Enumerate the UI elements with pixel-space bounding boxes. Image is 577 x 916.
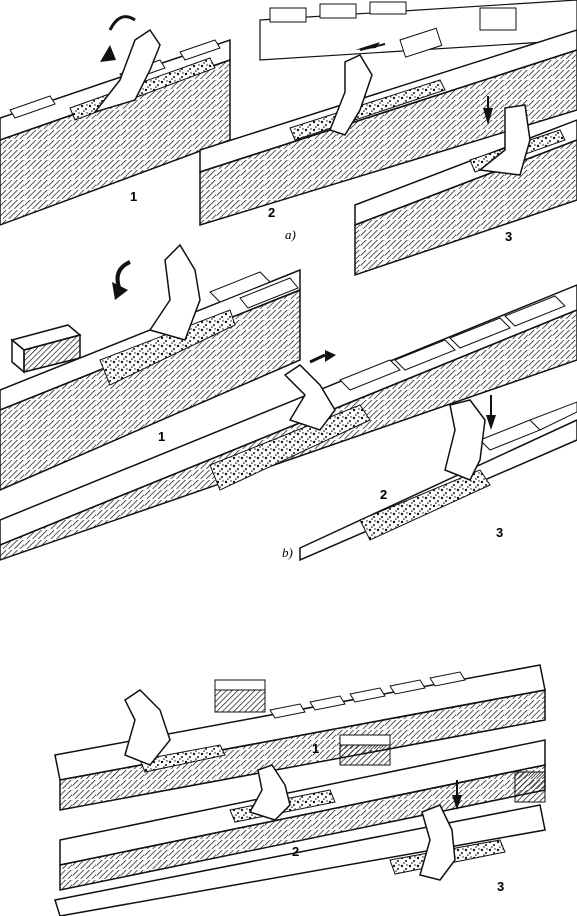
step-a2-label: 2 bbox=[268, 206, 275, 219]
step-c3-label: 3 bbox=[497, 880, 504, 893]
step-c2-label: 2 bbox=[292, 845, 299, 858]
step-b3-label: 3 bbox=[496, 526, 503, 539]
step-c1-label: 1 bbox=[312, 742, 319, 755]
step-b2-label: 2 bbox=[380, 488, 387, 501]
step-b1-label: 1 bbox=[158, 430, 165, 443]
caption-b: b) bbox=[282, 546, 293, 559]
step-a1-label: 1 bbox=[130, 190, 137, 203]
wall-a1 bbox=[0, 17, 230, 225]
step-a3-label: 3 bbox=[505, 230, 512, 243]
panel-c bbox=[55, 665, 545, 916]
caption-a: a) bbox=[285, 228, 296, 241]
panel-b bbox=[0, 245, 577, 560]
